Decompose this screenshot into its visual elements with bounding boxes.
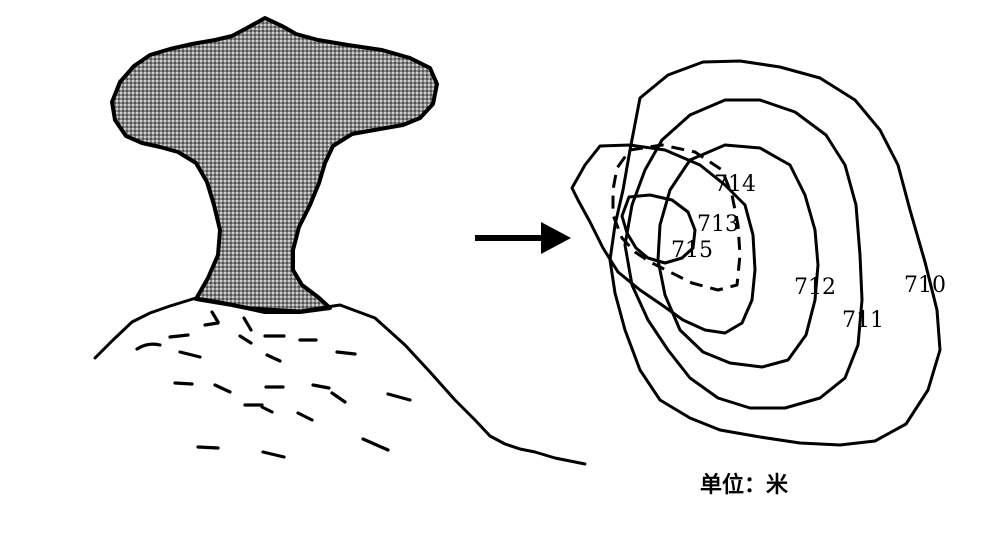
contour-label-712: 712 <box>794 275 836 300</box>
right-arrow-icon <box>475 222 571 254</box>
mushroom-rock <box>110 16 439 314</box>
hill-outline <box>93 296 587 466</box>
contour-line-713 <box>570 143 757 335</box>
hill-texture-marks <box>135 310 412 459</box>
contour-line-711 <box>623 98 864 410</box>
contour-label-714: 714 <box>714 172 756 197</box>
contour-label-713: 713 <box>697 212 739 237</box>
contour-label-711: 711 <box>842 308 884 333</box>
contour-line-710 <box>608 59 942 447</box>
contour-label-710: 710 <box>904 273 946 298</box>
contour-line-714 <box>611 143 742 292</box>
contour-map: 714 713 715 712 711 710 单位：米 <box>570 59 946 498</box>
contour-label-715: 715 <box>671 238 713 263</box>
contour-line-715 <box>620 193 697 265</box>
rock-illustration <box>93 16 587 466</box>
unit-label: 单位：米 <box>700 472 789 498</box>
